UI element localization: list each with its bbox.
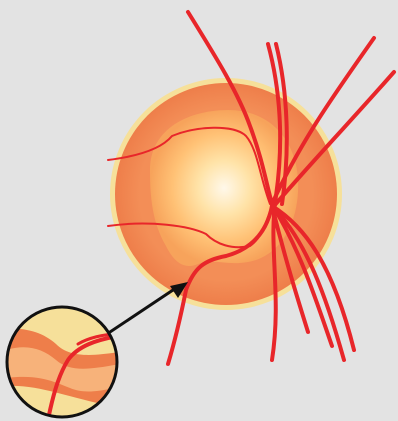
optic-disc-diagram: [0, 0, 398, 421]
optic-disc-illustration: [0, 0, 398, 421]
